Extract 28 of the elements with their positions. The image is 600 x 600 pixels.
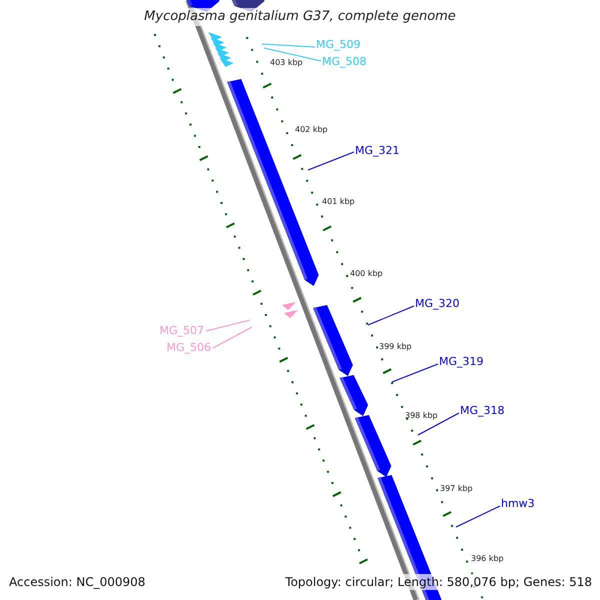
leader-line — [262, 44, 316, 48]
position-label: 400 kbp — [350, 269, 383, 279]
leader-line — [206, 320, 250, 332]
position-label: 397 kbp — [440, 484, 473, 494]
leader-line — [212, 326, 252, 348]
position-label: 398 kbp — [405, 411, 438, 421]
accession-text: Accession: NC_000908 — [9, 574, 146, 590]
position-label: 403 kbp — [270, 58, 303, 68]
gene-label: MG_321 — [355, 144, 400, 158]
position-label: 399 kbp — [379, 342, 412, 352]
leader-line — [368, 306, 414, 326]
gene-label: MG_318 — [460, 404, 505, 418]
leader-line — [456, 506, 500, 528]
gene-label: hmw3 — [501, 497, 535, 511]
gene-label: MG_320 — [415, 297, 460, 311]
gene-label: MG_319 — [439, 355, 484, 369]
genome-summary: Topology: circular; Length: 580,076 bp; Genes: 518 — [285, 574, 592, 590]
leader-line — [264, 48, 322, 62]
gene-label: MG_509 — [316, 38, 361, 52]
gene-label: MG_508 — [322, 55, 367, 69]
position-label: 401 kbp — [322, 197, 355, 207]
leader-line — [308, 152, 354, 170]
position-label: 402 kbp — [295, 125, 328, 135]
gene-label: MG_506 — [166, 341, 211, 355]
leader-line — [418, 412, 460, 436]
leader-line — [392, 364, 438, 382]
position-label: 396 kbp — [471, 554, 504, 564]
gene-label: MG_507 — [159, 324, 204, 338]
